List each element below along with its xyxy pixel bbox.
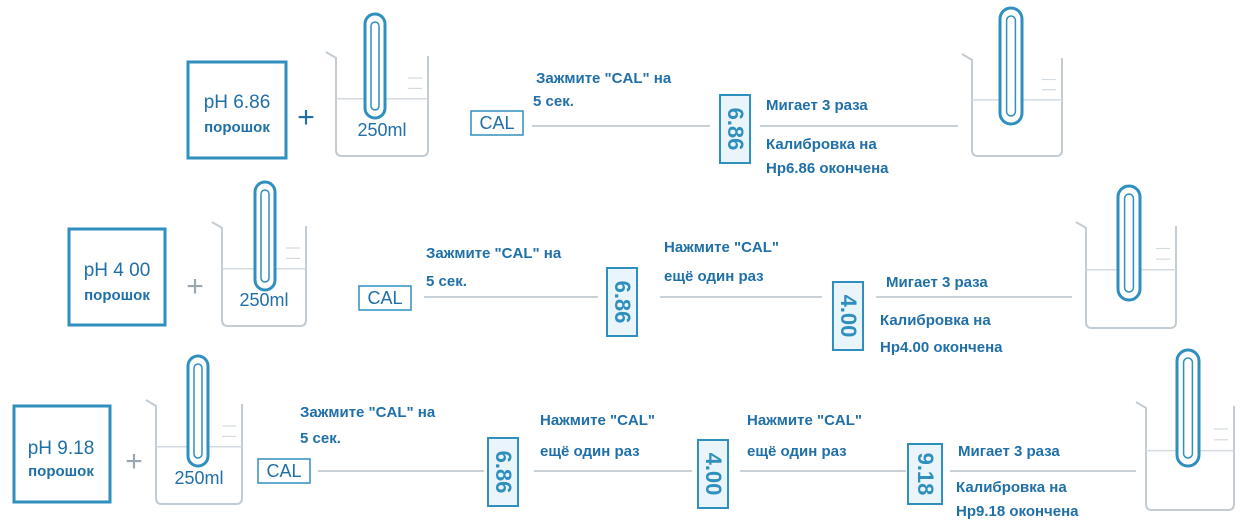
lcd-frame bbox=[719, 94, 751, 164]
lcd-value: 4.00 bbox=[701, 453, 726, 496]
lcd-frame bbox=[907, 443, 943, 505]
powder-ph-label: pH 6.86 bbox=[204, 92, 271, 113]
probe-final bbox=[998, 6, 1024, 126]
plus-sign: + bbox=[125, 445, 143, 478]
beaker-outline bbox=[145, 399, 243, 505]
probe-final bbox=[1116, 184, 1142, 302]
flash-text: Мигает 3 раза bbox=[766, 97, 868, 114]
lcd-value: 6.86 bbox=[491, 451, 516, 494]
probe-body bbox=[253, 180, 277, 292]
lcd-frame bbox=[487, 437, 519, 507]
lcd-value: 4.00 bbox=[836, 295, 861, 338]
plus-sign: + bbox=[186, 270, 204, 303]
lcd-display: 6.86 bbox=[719, 94, 751, 164]
flash-text: Мигает 3 раза bbox=[958, 443, 1060, 460]
cal-button-label: CAL bbox=[367, 288, 402, 308]
beaker: 250ml bbox=[325, 51, 429, 157]
beaker-final bbox=[1075, 221, 1177, 329]
powder-name: порошок bbox=[204, 119, 270, 136]
powder-box bbox=[67, 227, 167, 327]
beaker-outline bbox=[325, 51, 429, 157]
probe-body bbox=[998, 6, 1024, 126]
probe-core bbox=[1005, 15, 1017, 117]
plus-sign: + bbox=[297, 101, 315, 134]
done-text-line1: Калибровка на bbox=[766, 136, 877, 153]
done-text-line1: Калибровка на bbox=[880, 312, 991, 329]
cal-button[interactable] bbox=[358, 285, 412, 311]
done-text-line1: Калибровка на bbox=[956, 479, 1067, 496]
calibration-row-9-18: pH 9.18 порошок + 250ml CAL Зажмите "CAL… bbox=[12, 348, 1235, 520]
probe bbox=[186, 354, 210, 468]
lcd-frame bbox=[697, 439, 729, 509]
lcd-frame bbox=[832, 281, 864, 351]
powder-ph-label: pH 9.18 bbox=[28, 438, 95, 459]
press-instruction-line1: Нажмите "CAL" bbox=[664, 239, 779, 256]
press-instruction-line2: ещё один раз bbox=[664, 268, 764, 285]
flash-text: Мигает 3 раза bbox=[886, 274, 988, 291]
probe-core bbox=[370, 21, 380, 111]
done-text-line2: Hp9.18 окончена bbox=[956, 503, 1079, 520]
cal-button-label: CAL bbox=[479, 113, 514, 133]
beaker-volume: 250ml bbox=[239, 290, 288, 310]
lcd-frame bbox=[606, 267, 638, 337]
powder-box bbox=[12, 404, 112, 504]
hold-instruction-line1: Зажмите "CAL" на bbox=[426, 245, 562, 262]
lcd-display: 9.18 bbox=[907, 443, 943, 505]
probe-final bbox=[1175, 348, 1201, 468]
cal-button-label: CAL bbox=[266, 461, 301, 481]
probe-body bbox=[1175, 348, 1201, 468]
lcd-display: 6.86 bbox=[487, 437, 519, 507]
beaker-outline bbox=[1135, 401, 1235, 511]
cal-button[interactable] bbox=[257, 458, 311, 484]
powder-name: порошок bbox=[28, 463, 94, 480]
hold-instruction-line2: 5 сек. bbox=[300, 430, 341, 447]
lcd-value: 6.86 bbox=[610, 281, 635, 324]
press-instruction-line1: Нажмите "CAL" bbox=[747, 412, 862, 429]
probe bbox=[253, 180, 277, 292]
beaker-outline bbox=[1075, 221, 1177, 329]
powder-box bbox=[186, 60, 288, 160]
lcd-value: 6.86 bbox=[723, 108, 748, 151]
hold-instruction-line2: 5 сек. bbox=[426, 273, 467, 290]
hold-instruction-line1: Зажмите "CAL" на bbox=[300, 404, 436, 421]
probe-body bbox=[186, 354, 210, 468]
lcd-value: 9.18 bbox=[913, 453, 938, 496]
calibration-row-4-00: pH 4 00 порошок + 250ml CAL Зажмите "CAL… bbox=[67, 180, 1177, 356]
hold-instruction-line2: 5 сек. bbox=[533, 93, 574, 110]
lcd-display: 4.00 bbox=[832, 281, 864, 351]
probe-core bbox=[193, 363, 203, 459]
beaker-volume: 250ml bbox=[174, 468, 223, 488]
powder-ph-label: pH 4 00 bbox=[84, 260, 151, 281]
probe bbox=[363, 12, 387, 120]
beaker: 250ml bbox=[145, 399, 243, 505]
probe-core bbox=[1123, 193, 1135, 293]
beaker-outline bbox=[211, 221, 307, 327]
probe-core bbox=[260, 189, 270, 283]
probe-body bbox=[363, 12, 387, 120]
press-instruction-line2: ещё один раз bbox=[747, 443, 847, 460]
beaker-volume: 250ml bbox=[357, 120, 406, 140]
done-text-line2: Hp4.00 окончена bbox=[880, 339, 1003, 356]
lcd-display: 6.86 bbox=[606, 267, 638, 337]
beaker-outline bbox=[961, 53, 1063, 157]
hold-instruction-line1: Зажмите "CAL" на bbox=[536, 70, 672, 87]
cal-button[interactable] bbox=[470, 110, 524, 136]
lcd-display: 4.00 bbox=[697, 439, 729, 509]
press-instruction-line1: Нажмите "CAL" bbox=[540, 412, 655, 429]
powder-name: порошок bbox=[84, 287, 150, 304]
probe-core bbox=[1182, 357, 1194, 459]
calibration-row-6-86: pH 6.86 порошок + 250ml CAL Зажмите "CAL… bbox=[186, 6, 1063, 177]
press-instruction-line2: ещё один раз bbox=[540, 443, 640, 460]
probe-body bbox=[1116, 184, 1142, 302]
done-text-line2: Hp6.86 окончена bbox=[766, 160, 889, 177]
